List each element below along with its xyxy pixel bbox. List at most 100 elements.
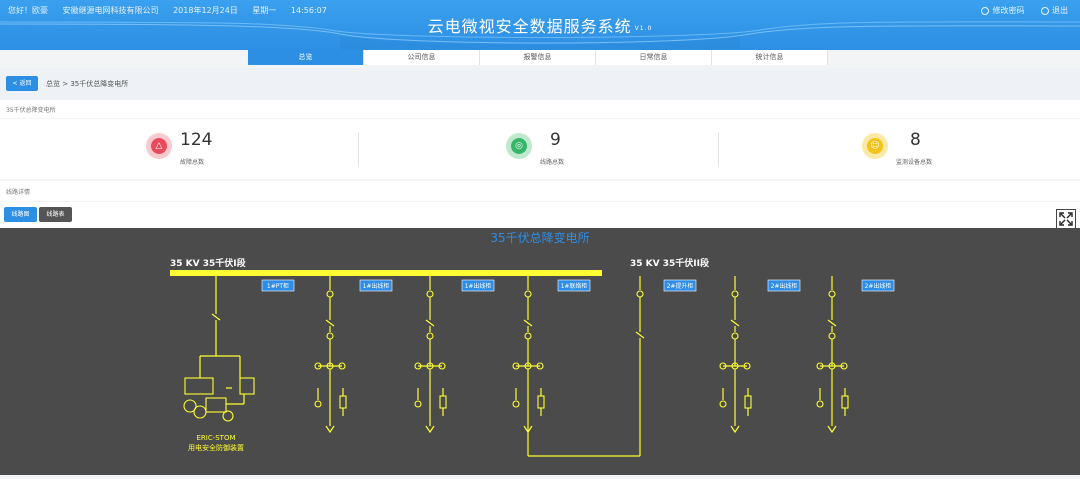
protection-device-box xyxy=(239,377,255,395)
stats-divider xyxy=(358,132,359,166)
line-total-label: 线路总数 xyxy=(540,159,565,166)
line-detail-header: 线路详情 xyxy=(0,181,1080,201)
table-view-button[interactable]: 线路表 xyxy=(39,207,72,222)
header-greeting: 您好！欧豪 安徽继源电网科技有限公司 2018年12月24日 星期一 14:56… xyxy=(8,5,339,16)
logout-label: 退出 xyxy=(1052,6,1068,15)
feeder-tag xyxy=(461,279,495,292)
isolator-node xyxy=(828,332,836,340)
diagram-view-button[interactable]: 线路图 xyxy=(4,207,37,222)
ct-node xyxy=(512,362,520,370)
load-arrow xyxy=(325,425,335,434)
fault-icon-ring: △ xyxy=(146,133,172,159)
stats-divider xyxy=(718,132,719,166)
diagram-title: 35千伏总降变电所 xyxy=(490,230,589,245)
stats-panel xyxy=(0,119,1080,179)
device-transformer xyxy=(222,410,234,422)
fullscreen-button[interactable] xyxy=(1056,209,1076,229)
app-version: V1.0 xyxy=(634,25,653,32)
ct-node xyxy=(743,362,751,370)
bus-label-left: 35 KV 35千伏I段 xyxy=(170,257,247,269)
fault-total-value: 124 xyxy=(180,130,213,150)
feeder-tag xyxy=(359,279,393,292)
device-name: ERIC-STOM xyxy=(196,434,235,442)
line-detail-label: 线路详情 xyxy=(6,189,31,196)
isolator-node xyxy=(426,332,434,340)
fuse xyxy=(439,395,447,409)
bus-label-right: 35 KV 35千伏II段 xyxy=(630,257,710,269)
device-transformer xyxy=(193,405,207,419)
line-icon: ◎ xyxy=(511,138,527,154)
isolator-node xyxy=(524,290,532,298)
logout-button[interactable]: 退出 xyxy=(1041,5,1068,16)
ct-node xyxy=(816,362,824,370)
header-actions: 修改密码 退出 xyxy=(967,5,1068,16)
isolator-node xyxy=(731,332,739,340)
stat-line-total: ◎ 9 线路总数 xyxy=(506,128,706,168)
tab-alarm-info[interactable]: 报警信息 xyxy=(480,50,596,65)
ct-node xyxy=(536,362,544,370)
ct-node xyxy=(438,362,446,370)
feeder-tag-label: 1#PT柜 xyxy=(267,282,289,290)
main-nav-tabs: 总览 公司信息 报警信息 日常信息 统计信息 xyxy=(248,50,828,65)
back-button[interactable]: < 返回 xyxy=(6,76,38,91)
fullscreen-icon xyxy=(1059,212,1073,226)
fuse xyxy=(744,395,752,409)
fault-total-label: 故障总数 xyxy=(180,159,205,166)
feeder-tag xyxy=(663,279,697,292)
protection-device-box xyxy=(205,397,227,413)
feeder-tag-label: 2#出线柜 xyxy=(865,282,892,290)
breadcrumb-bar xyxy=(0,68,1080,100)
company-name: 安徽继源电网科技有限公司 xyxy=(62,6,159,15)
ct-node xyxy=(338,362,346,370)
breaker-switch xyxy=(827,319,837,327)
load-arrow xyxy=(730,425,740,434)
load-arrow xyxy=(425,425,435,434)
ct-node xyxy=(314,362,322,370)
tab-statistics[interactable]: 统计信息 xyxy=(712,50,828,65)
breaker-switch xyxy=(635,331,645,339)
isolator-node xyxy=(426,290,434,298)
feeder-tag-label: 1#联络柜 xyxy=(561,282,588,290)
incoming-switch xyxy=(211,313,221,321)
meter-node xyxy=(414,400,422,408)
change-password-button[interactable]: 修改密码 xyxy=(981,5,1024,16)
tab-company-info[interactable]: 公司信息 xyxy=(364,50,480,65)
isolator-node xyxy=(828,290,836,298)
app-header: 您好！欧豪 安徽继源电网科技有限公司 2018年12月24日 星期一 14:56… xyxy=(0,0,1080,50)
line-icon-ring: ◎ xyxy=(506,133,532,159)
user-greeting: 您好！欧豪 xyxy=(8,6,48,15)
warning-icon: △ xyxy=(151,138,167,154)
feeder-tag-label: 2#出线柜 xyxy=(771,282,798,290)
header-wave-decoration xyxy=(0,21,1080,50)
diagram-canvas: 35千伏总降变电所 35 KV 35千伏I段 35 KV 35千伏II段 1#P… xyxy=(170,230,895,457)
meter-node xyxy=(816,400,824,408)
fuse xyxy=(537,395,545,409)
tab-daily-info[interactable]: 日常信息 xyxy=(596,50,712,65)
isolator-node xyxy=(731,290,739,298)
feeder-tag xyxy=(767,279,801,292)
tab-overview[interactable]: 总览 xyxy=(248,50,364,65)
stat-device-total: ☺ 8 监测设备总数 xyxy=(862,128,1062,168)
breaker-switch xyxy=(730,319,740,327)
line-detail-toolbar xyxy=(0,202,1080,228)
app-title-text: 云电微视安全数据服务系统 xyxy=(427,17,632,36)
isolator-node xyxy=(326,290,334,298)
device-icon: ☺ xyxy=(867,138,883,154)
device-icon-ring: ☺ xyxy=(862,133,888,159)
fuse xyxy=(841,395,849,409)
busbar-section-1 xyxy=(170,270,602,276)
ct-node xyxy=(840,362,848,370)
change-password-label: 修改密码 xyxy=(992,6,1025,15)
isolator-node xyxy=(326,332,334,340)
breaker-switch xyxy=(425,319,435,327)
stat-fault-total: △ 124 故障总数 xyxy=(146,128,346,168)
device-total-value: 8 xyxy=(910,130,921,150)
power-icon xyxy=(1041,7,1049,15)
feeder-tag-label: 1#出线柜 xyxy=(465,282,492,290)
substation-header: 35千伏总降变电所 xyxy=(0,100,1080,118)
feeder-tag xyxy=(557,279,591,292)
substation-label: 35千伏总降变电所 xyxy=(6,107,56,114)
current-weekday: 星期一 xyxy=(252,6,277,15)
